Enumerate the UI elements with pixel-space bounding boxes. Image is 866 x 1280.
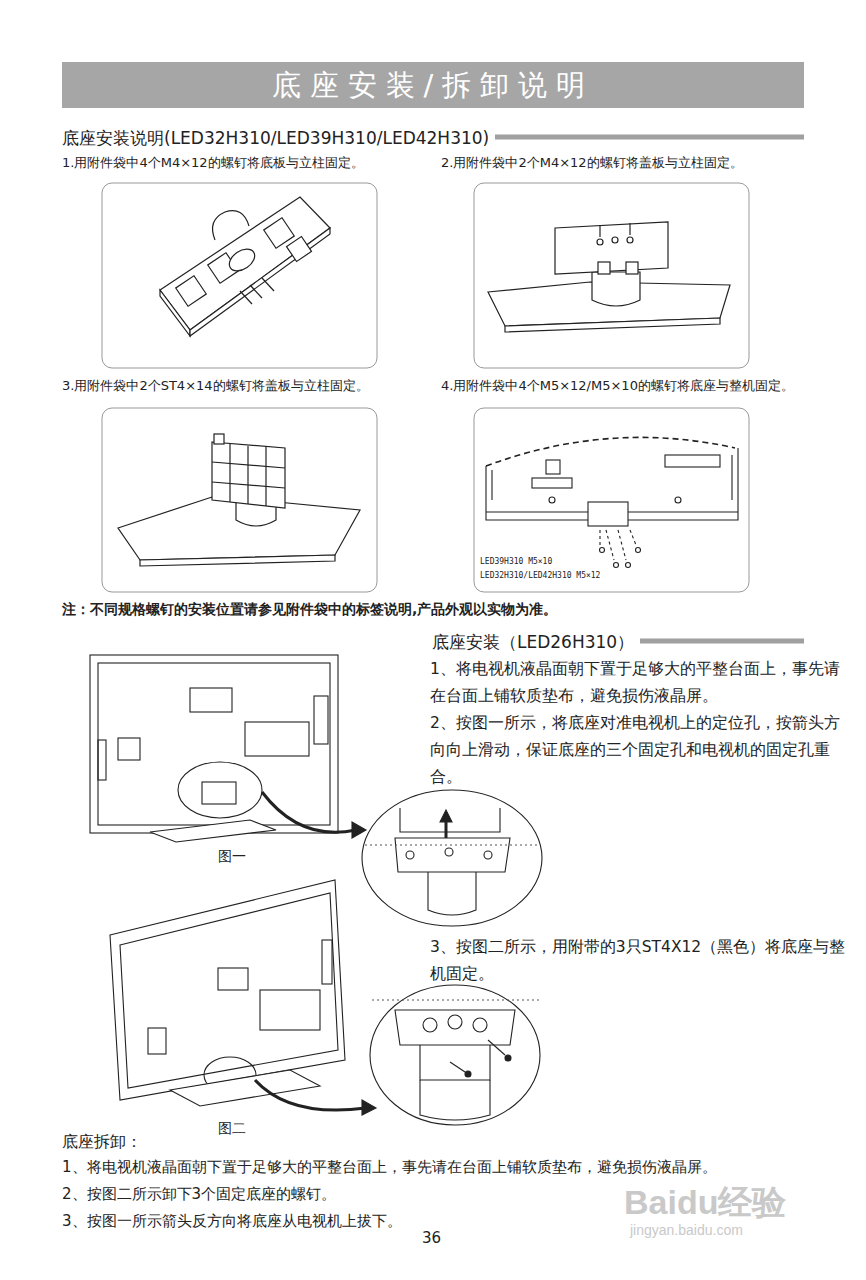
section-heading: 底座安装说明(LED32H310/LED39H310/LED42H310) — [62, 126, 495, 151]
stand-cover-figure — [488, 222, 730, 332]
instruction-text: 2、按图二所示卸下3个固定底座的螺钉。 — [62, 1184, 336, 1206]
base-plate-figure — [160, 197, 330, 336]
screw-spec: LED32H310/LED42H310 M5×12 — [480, 570, 600, 582]
note-text: 注：不同规格螺钉的安装位置请参见附件袋中的标签说明,产品外观以实物为准。 — [62, 599, 557, 619]
instruction-text: 3、按图一所示箭头反方向将底座从电视机上拔下。 — [62, 1211, 402, 1233]
step-text: 1.用附件袋中4个M4×12的螺钉将底板与立柱固定。 — [62, 154, 364, 173]
tv-back-figure — [486, 437, 738, 567]
section-heading: 底座拆卸： — [62, 1130, 142, 1153]
stand-grid-figure — [118, 434, 360, 566]
section-heading: 底座安装（LED26H310） — [432, 630, 640, 655]
screw-spec: LED39H310 M5×10 — [480, 556, 552, 568]
step-text: 2.用附件袋中2个M4×12的螺钉将盖板与立柱固定。 — [441, 154, 743, 173]
figure-label: 图二 — [218, 1118, 246, 1138]
step-text: 3.用附件袋中2个ST4×14的螺钉将盖板与立柱固定。 — [62, 377, 369, 396]
header-rule — [640, 639, 804, 644]
watermark: Baidu经验 — [624, 1178, 786, 1227]
instruction-text: 2、按图一所示，将底座对准电视机上的定位孔，按箭头方向向上滑动，保证底座的三个固… — [430, 710, 850, 791]
figure-label: 图一 — [218, 846, 246, 866]
tv-figure-two — [110, 880, 540, 1125]
instruction-text: 3、按图二所示，用附带的3只ST4X12（黑色）将底座与整机固定。 — [430, 934, 850, 988]
page-title: 底座安装/拆卸说明 — [62, 62, 804, 108]
watermark: jingyan.baidu.com — [630, 1220, 743, 1240]
page-number: 36 — [422, 1228, 441, 1250]
title-band — [62, 62, 804, 108]
instruction-text: 1、将电视机液晶面朝下置于足够大的平整台面上，事先请在台面上铺软质垫布，避免损伤… — [430, 656, 850, 710]
instruction-text: 1、将电视机液晶面朝下置于足够大的平整台面上，事先请在台面上铺软质垫布，避免损伤… — [62, 1157, 852, 1179]
step-text: 4.用附件袋中4个M5×12/M5×10的螺钉将底座与整机固定。 — [441, 377, 794, 396]
